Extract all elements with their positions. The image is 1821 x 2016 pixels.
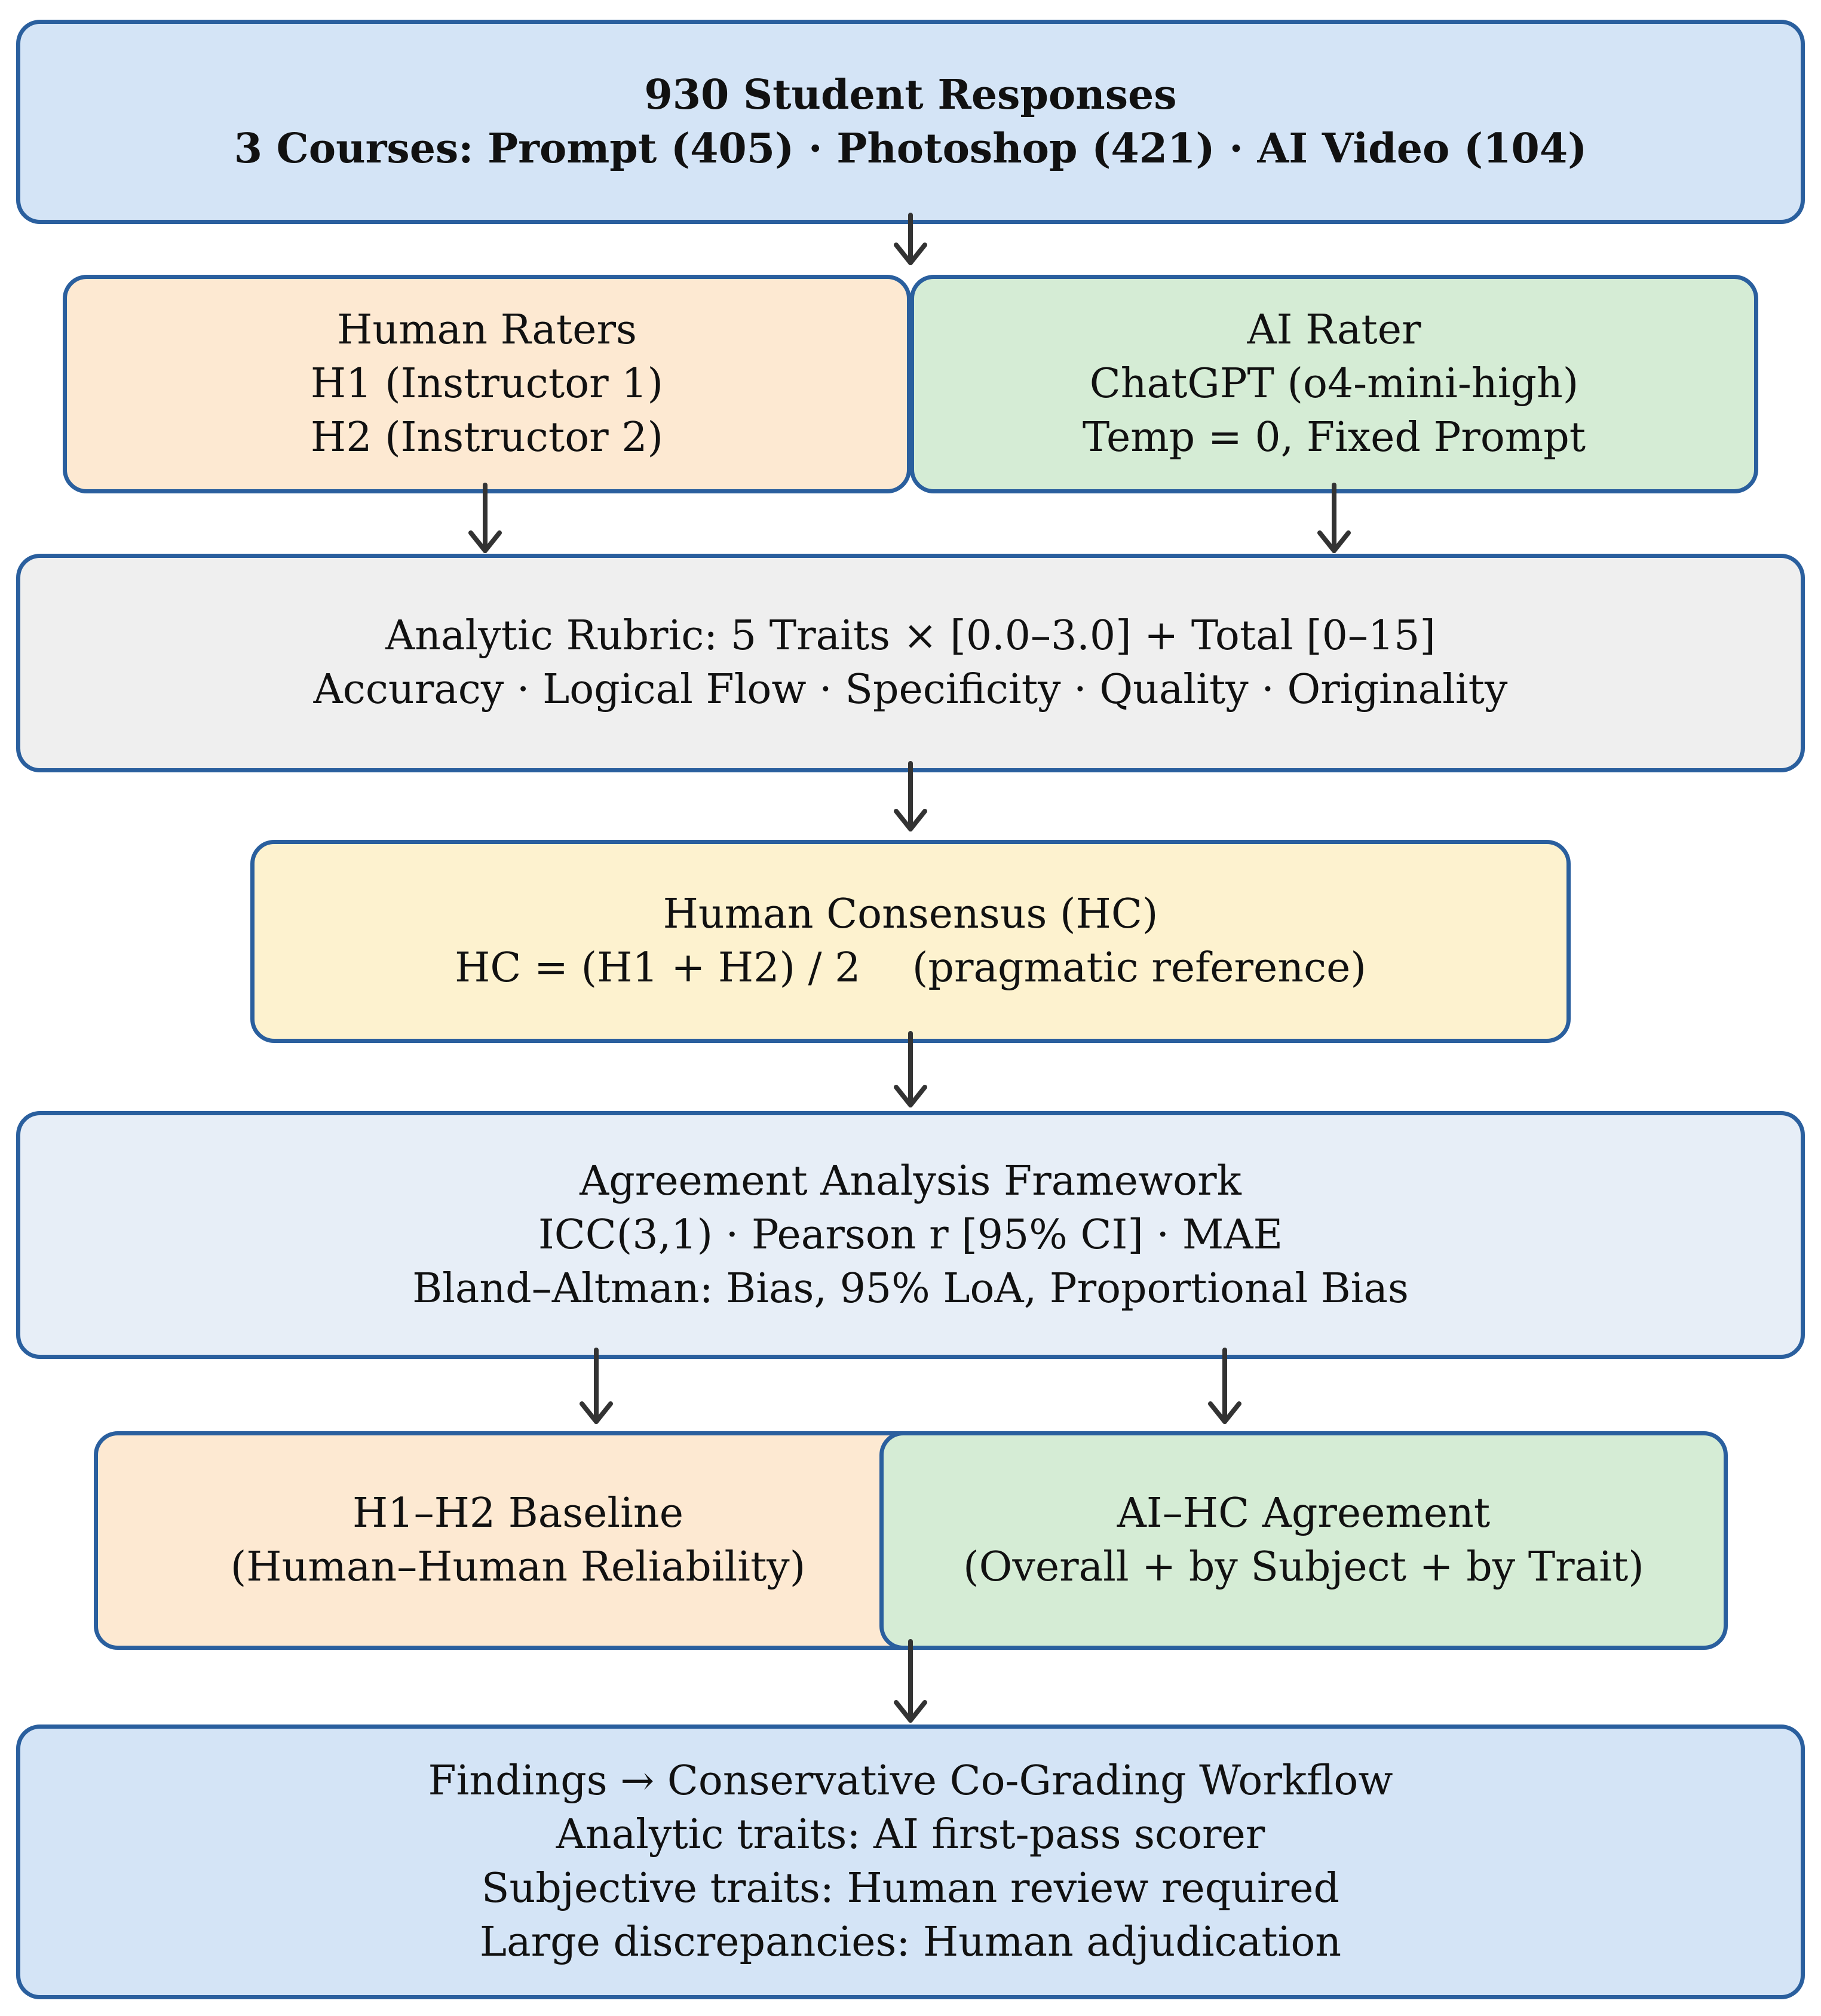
- rubric-traits: Accuracy · Logical Flow · Specificity · …: [313, 666, 1508, 713]
- ai-hc-agreement-box: AI–HC Agreement (Overall + by Subject + …: [879, 1431, 1728, 1650]
- ai-hc-subtitle: (Overall + by Subject + by Trait): [963, 1544, 1644, 1591]
- ai-rater-model: ChatGPT (o4-mini-high): [1089, 360, 1579, 407]
- framework-bland-altman: Bland–Altman: Bias, 95% LoA, Proportiona…: [412, 1265, 1409, 1312]
- arrow-rubric-to-consensus: [894, 761, 927, 831]
- arrow-agreement-to-findings: [894, 1639, 927, 1723]
- h1-h2-baseline-box: H1–H2 Baseline (Human–Human Reliability): [94, 1431, 942, 1650]
- framework-metrics: ICC(3,1) · Pearson r [95% CI] · MAE: [538, 1211, 1283, 1259]
- ai-rater-box: AI Rater ChatGPT (o4-mini-high) Temp = 0…: [910, 275, 1758, 493]
- rubric-description: Analytic Rubric: 5 Traits × [0.0–3.0] + …: [385, 612, 1436, 659]
- findings-box: Findings → Conservative Co-Grading Workf…: [16, 1725, 1805, 1999]
- baseline-title: H1–H2 Baseline: [352, 1490, 683, 1537]
- courses-breakdown: 3 Courses: Prompt (405) · Photoshop (421…: [234, 125, 1587, 173]
- human-consensus-title: Human Consensus (HC): [663, 891, 1158, 938]
- arrow-framework-to-ai-hc: [1208, 1348, 1241, 1424]
- human-consensus-box: Human Consensus (HC) HC = (H1 + H2) / 2 …: [250, 840, 1571, 1043]
- findings-title: Findings → Conservative Co-Grading Workf…: [428, 1757, 1393, 1805]
- ai-rater-settings: Temp = 0, Fixed Prompt: [1082, 414, 1586, 461]
- human-raters-box: Human Raters H1 (Instructor 1) H2 (Instr…: [63, 275, 911, 493]
- findings-discrepancies: Large discrepancies: Human adjudication: [479, 1919, 1342, 1966]
- arrow-human-raters-to-rubric: [468, 483, 502, 553]
- human-rater-h1: H1 (Instructor 1): [310, 360, 664, 407]
- arrow-ai-rater-to-rubric: [1317, 483, 1351, 553]
- human-raters-title: Human Raters: [337, 306, 637, 354]
- human-consensus-formula: HC = (H1 + H2) / 2 (pragmatic reference): [455, 944, 1366, 992]
- arrow-framework-to-baseline: [580, 1348, 613, 1424]
- framework-title: Agreement Analysis Framework: [580, 1157, 1241, 1205]
- agreement-framework-box: Agreement Analysis Framework ICC(3,1) · …: [16, 1111, 1805, 1359]
- findings-subjective-traits: Subjective traits: Human review required: [481, 1865, 1340, 1912]
- analytic-rubric-box: Analytic Rubric: 5 Traits × [0.0–3.0] + …: [16, 554, 1805, 772]
- baseline-subtitle: (Human–Human Reliability): [230, 1544, 806, 1591]
- human-rater-h2: H2 (Instructor 2): [310, 414, 664, 461]
- arrow-consensus-to-framework: [894, 1031, 927, 1107]
- findings-analytic-traits: Analytic traits: AI first-pass scorer: [556, 1811, 1265, 1858]
- student-responses-count: 930 Student Responses: [644, 71, 1177, 119]
- ai-rater-title: AI Rater: [1247, 306, 1421, 354]
- ai-hc-title: AI–HC Agreement: [1117, 1490, 1491, 1537]
- student-responses-box: 930 Student Responses 3 Courses: Prompt …: [16, 20, 1805, 224]
